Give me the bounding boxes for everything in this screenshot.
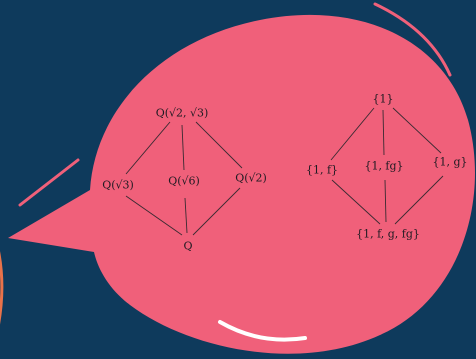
edge-top-right xyxy=(392,107,442,154)
group-node-bottom: {1, f, g, fg} xyxy=(356,227,420,241)
edge-top-right xyxy=(195,121,243,169)
field-node-left: Q(√3) xyxy=(102,178,134,192)
edge-right-bottom xyxy=(192,187,241,236)
edge-left-bottom xyxy=(125,195,183,236)
group-node-mid: {1, fg} xyxy=(364,159,404,173)
left-swoosh xyxy=(18,158,80,207)
edge-mid-bottom xyxy=(184,197,188,234)
edge-right-bottom xyxy=(394,175,444,225)
group-node-right: {1, g} xyxy=(432,155,468,169)
edge-left-bottom xyxy=(331,179,381,225)
field-lattice-edges xyxy=(125,121,243,236)
edge-mid-bottom xyxy=(384,179,387,223)
bubble-highlight xyxy=(218,320,307,342)
edge-top-left xyxy=(125,121,171,175)
top-right-swoosh xyxy=(373,2,452,77)
group-node-left: {1, f} xyxy=(305,163,339,177)
speech-bubble xyxy=(8,14,475,354)
group-node-top: {1} xyxy=(372,92,394,106)
field-node-top: Q(√2, √3) xyxy=(155,106,209,120)
edge-top-mid xyxy=(382,109,385,156)
edge-top-left xyxy=(330,107,375,161)
left-arc-decoration xyxy=(0,251,4,325)
field-node-bottom: Q xyxy=(183,239,193,253)
field-node-mid: Q(√6) xyxy=(168,174,200,188)
group-lattice-edges xyxy=(330,107,444,225)
field-node-right: Q(√2) xyxy=(235,171,267,185)
edge-top-mid xyxy=(181,124,185,171)
